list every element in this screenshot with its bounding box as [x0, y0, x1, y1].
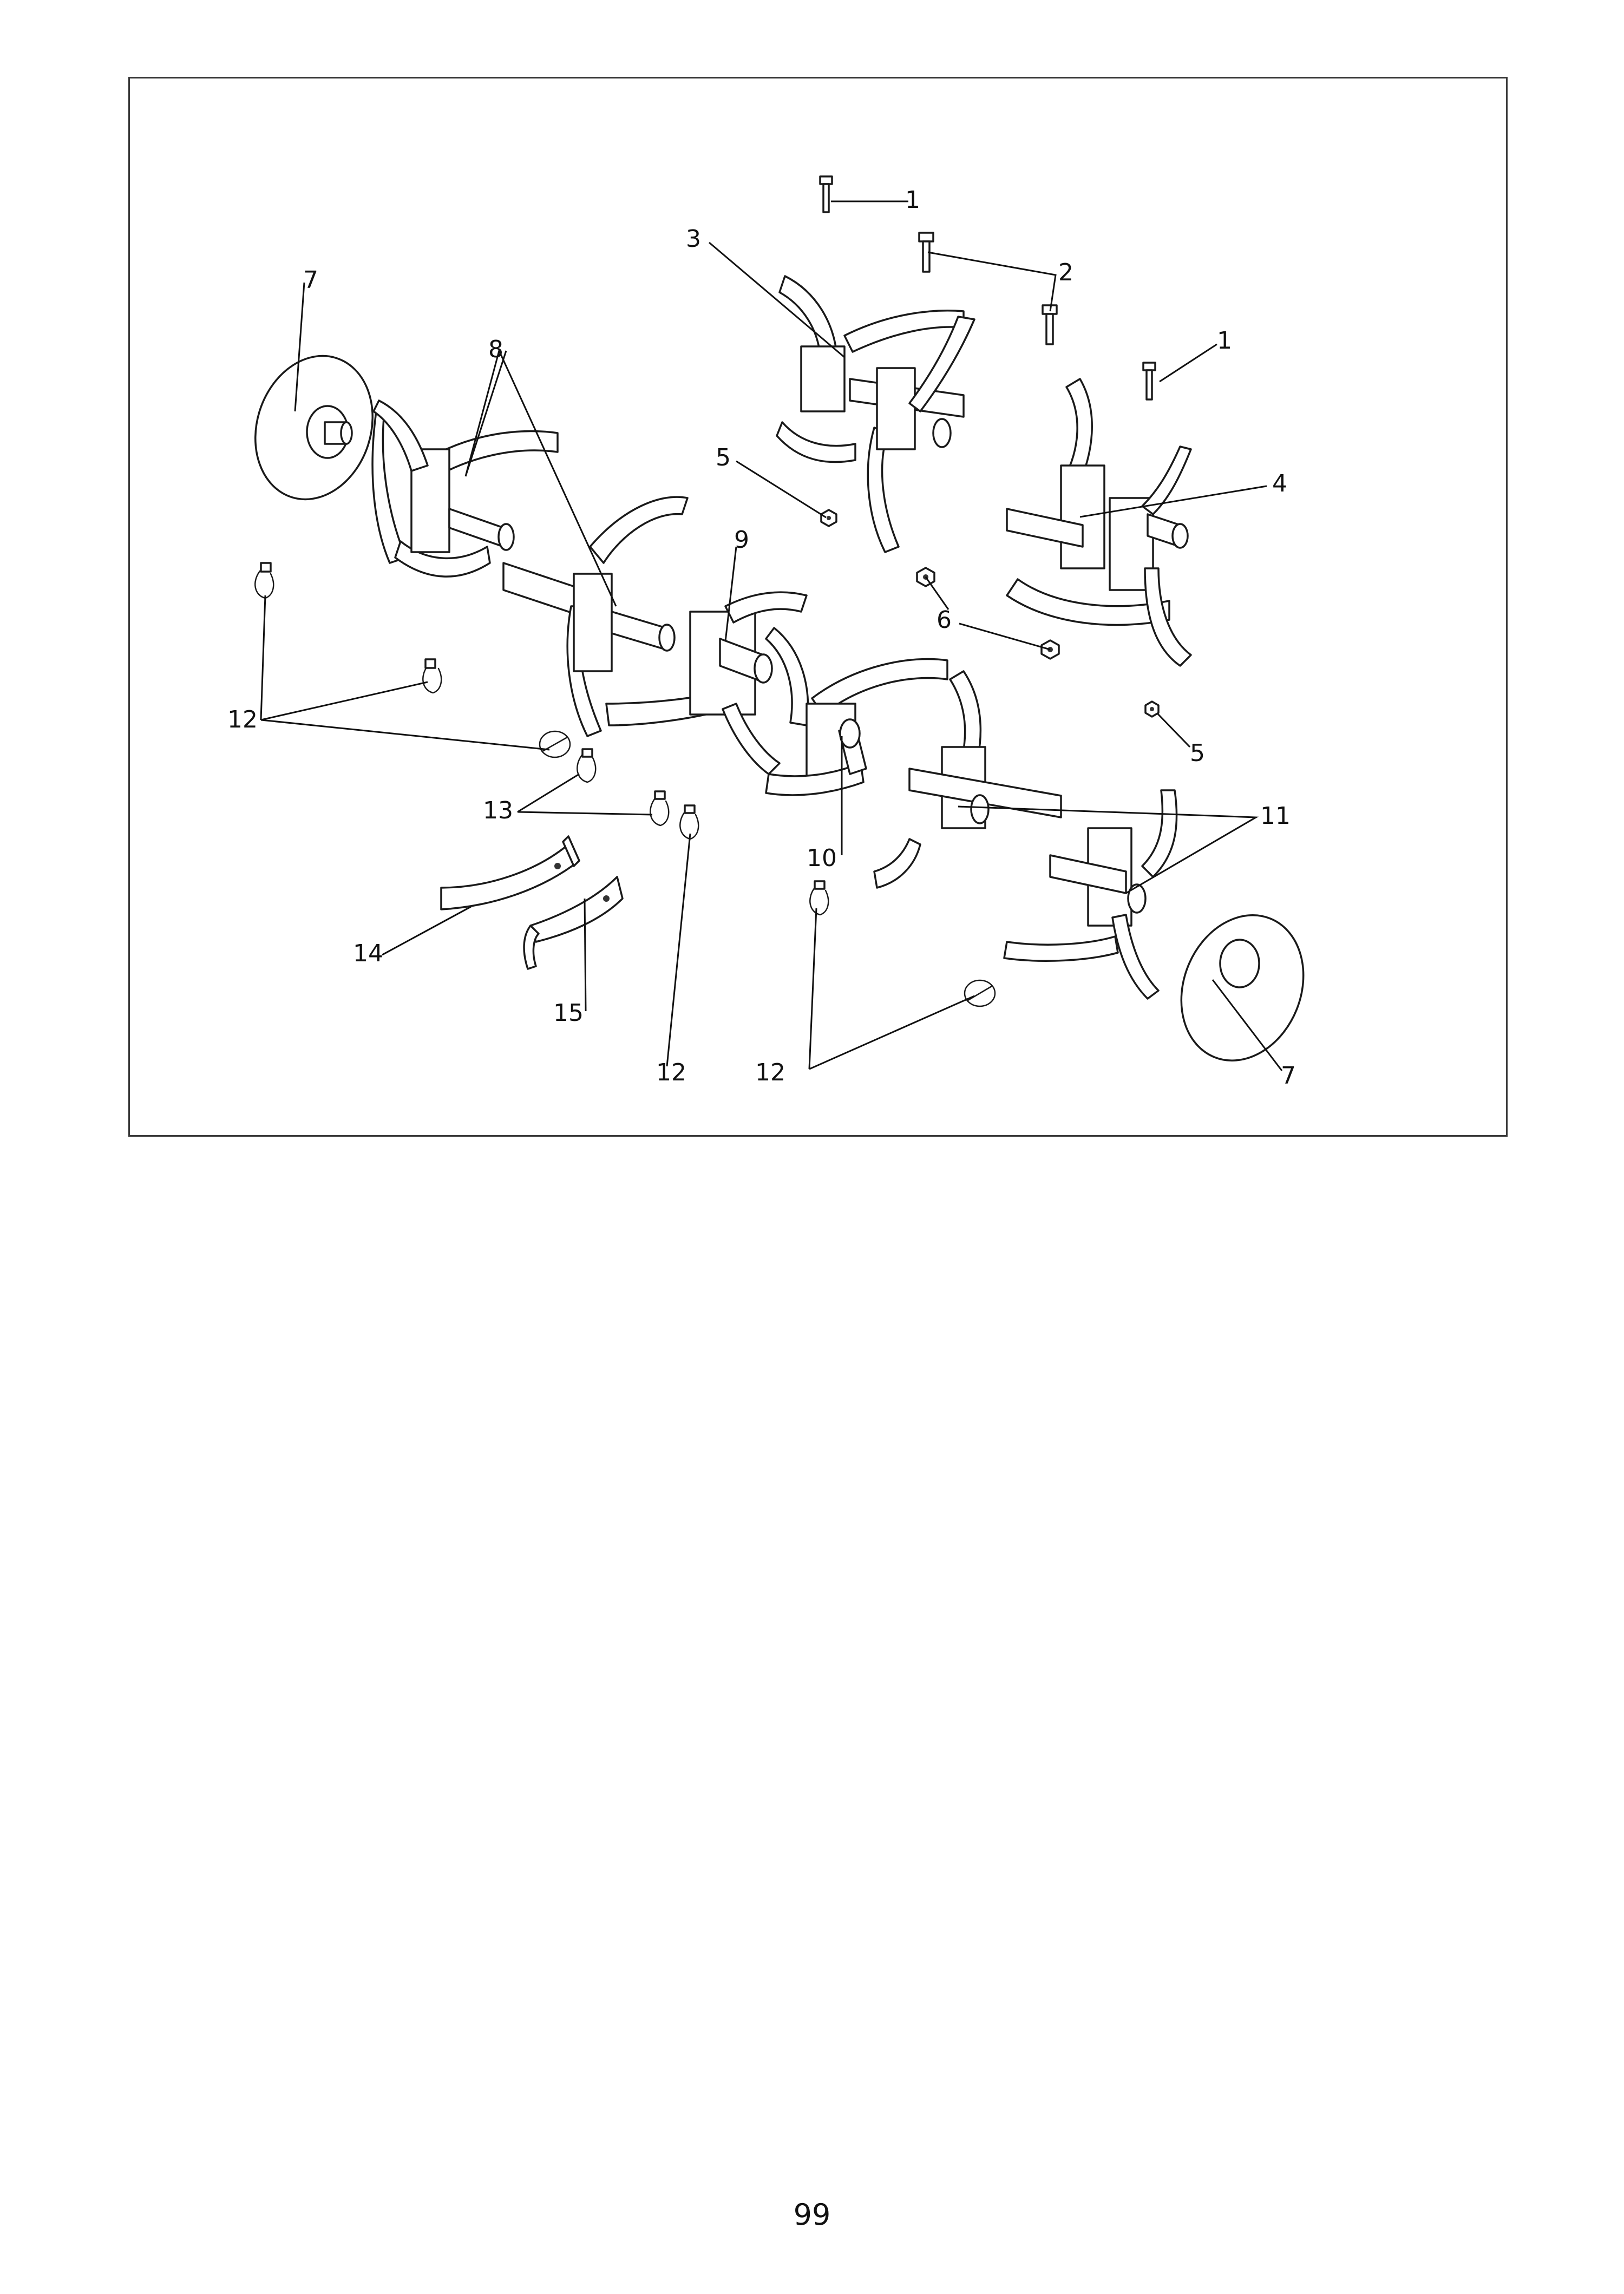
bolt-part-2b [1042, 304, 1058, 345]
clip-part-12f [964, 979, 996, 1007]
callout-10: 10 [807, 844, 837, 872]
callout-labels: 1 2 3 1 4 5 6 5 7 7 8 9 10 11 12 13 12 1… [227, 186, 1296, 1090]
leader-lines [260, 200, 1283, 1071]
callout-12-left: 12 [227, 706, 258, 733]
bolt-part-1-top [819, 175, 833, 213]
clip-part-12d [679, 804, 699, 840]
nut-part-5-top [820, 509, 837, 527]
page-number: 99 [793, 2198, 831, 2232]
center-shaft-part-9 [689, 591, 808, 775]
callout-1-top: 1 [905, 186, 920, 214]
callout-5-right: 5 [1190, 739, 1205, 767]
clip-part-13b [650, 790, 670, 827]
blade-part-15 [523, 876, 624, 970]
callout-5-top: 5 [716, 444, 731, 471]
callout-14: 14 [353, 940, 383, 967]
callout-7-left: 7 [303, 266, 318, 294]
bolt-part-2a [918, 232, 934, 273]
callout-12-bottom-right: 12 [755, 1059, 785, 1086]
callout-15: 15 [553, 999, 584, 1027]
tine-assembly-part-8 [371, 399, 559, 578]
callout-8: 8 [488, 336, 503, 363]
clip-part-13a [577, 748, 597, 783]
callout-9: 9 [734, 526, 749, 554]
tine-assembly-part-4 [1006, 378, 1192, 667]
callout-12-bottom-center: 12 [656, 1059, 686, 1086]
callout-6: 6 [937, 606, 952, 634]
bolt-part-1-right [1142, 362, 1156, 401]
callout-2: 2 [1058, 259, 1073, 286]
callout-11: 11 [1260, 802, 1291, 830]
tine-assembly-part-11 [873, 670, 1178, 1000]
callout-4: 4 [1272, 470, 1287, 497]
nut-part-5-right [1144, 700, 1160, 718]
tine-assembly-part-3 [776, 275, 975, 553]
blade-part-14 [440, 835, 580, 910]
callout-13: 13 [483, 797, 513, 824]
diagram-frame [128, 77, 1508, 1137]
tine-assembly-part-10 [765, 627, 948, 796]
clip-part-12c [539, 730, 571, 758]
side-disc-part-7-right [1180, 914, 1305, 1061]
clip-part-12e [809, 880, 829, 916]
side-disc-part-7-left [254, 355, 374, 501]
callout-3: 3 [686, 225, 701, 253]
callout-1-right: 1 [1217, 327, 1232, 355]
clip-part-12a [254, 562, 274, 599]
callout-7-right: 7 [1281, 1062, 1296, 1090]
clip-part-12b [422, 658, 442, 694]
